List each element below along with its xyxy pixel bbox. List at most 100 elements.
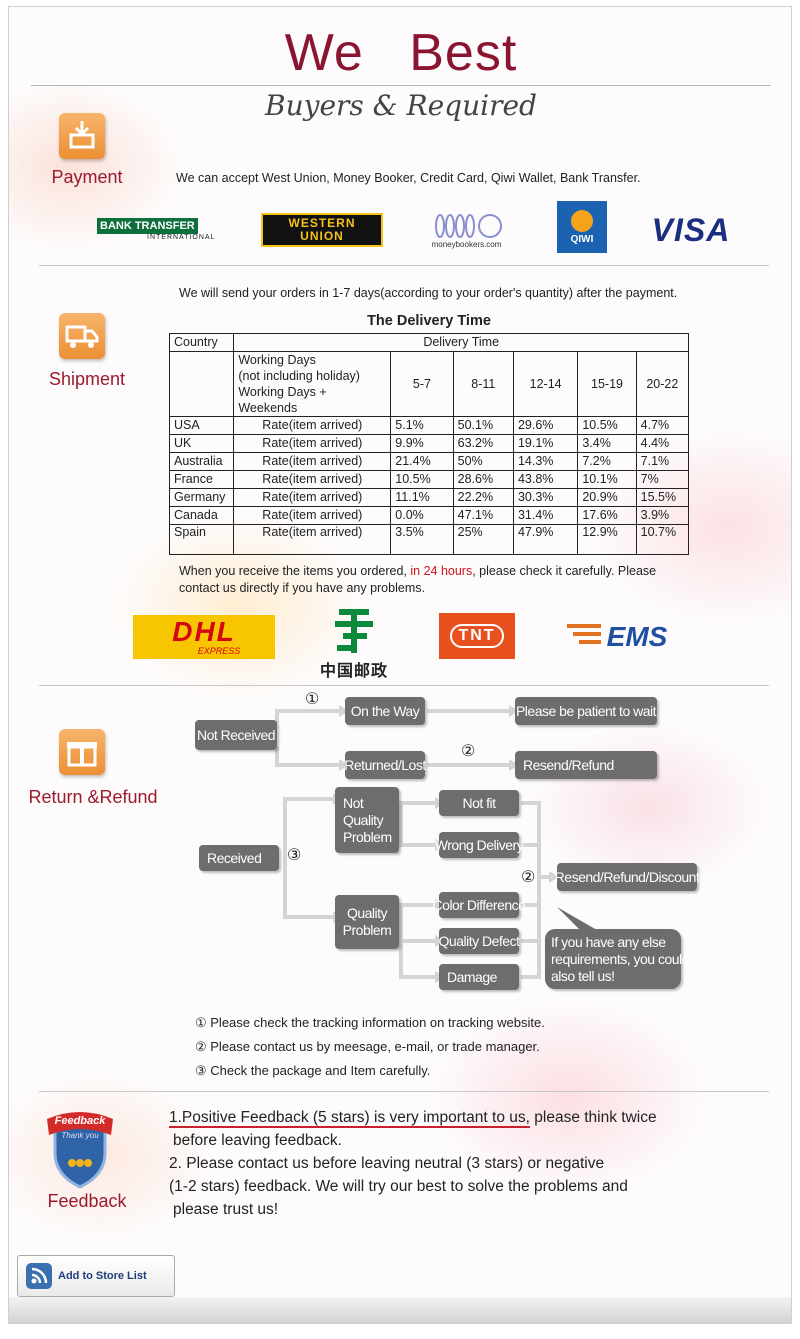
on-the-way-box: On the Way — [345, 697, 425, 725]
returned-lost-box: Returned/Lost — [344, 751, 426, 779]
rate-value-cell: 20.9% — [577, 488, 637, 507]
feedback-label: Feedback — [47, 1191, 127, 1211]
bank-transfer-sub: INTERNATIONAL — [147, 233, 216, 241]
bank-transfer-text: BANK TRANSFER — [97, 217, 198, 234]
rate-value-cell: 47.1% — [452, 506, 514, 525]
china-post-logo: 中国邮政 — [309, 603, 399, 683]
feedback-line-1: 1.Positive Feedback (5 stars) is very im… — [169, 1109, 657, 1128]
step-number-3: ③ — [287, 847, 302, 864]
feedback-line-3: 2. Please contact us before leaving neut… — [169, 1155, 605, 1172]
notice-post: , please check it carefully. Please — [472, 564, 657, 578]
notice-red: in 24 hours — [410, 564, 473, 578]
shipment-notice: When you receive the items you ordered, … — [179, 563, 656, 597]
refund-label: Return &Refund — [28, 787, 158, 807]
received-box: Received — [199, 845, 279, 871]
country-cell: Spain — [168, 524, 235, 555]
western-text: WESTERN — [288, 216, 356, 230]
requirements-bubble: If you have any else requirements, you c… — [545, 929, 689, 989]
range-cell: 15-19 — [577, 351, 637, 417]
empty-cell — [168, 351, 235, 417]
visa-logo: VISA — [641, 211, 741, 248]
quality-2: Problem — [342, 922, 392, 938]
payment-label: Payment — [51, 167, 123, 187]
union-text: UNION — [300, 229, 344, 243]
rate-value-cell: 15.5% — [635, 488, 690, 507]
bubble-2: requirements, you could — [551, 950, 689, 967]
resend-refund-box: Resend/Refund — [515, 751, 657, 779]
quality-1: Quality — [346, 905, 388, 921]
working-days-3: Working Days + Weekends — [238, 385, 327, 415]
working-days-1: Working Days — [238, 353, 316, 367]
bubble-3: also tell us! — [551, 967, 615, 984]
shipment-intro: We will send your orders in 1-7 days(acc… — [179, 286, 678, 300]
refund-tip-3: ③ Check the package and Item carefully. — [195, 1063, 431, 1078]
rate-value-cell: 7.2% — [577, 452, 637, 471]
quality-problem-box: Quality Problem — [335, 895, 399, 949]
rate-value-cell: 3.9% — [635, 506, 690, 525]
ems-wing-icon — [566, 624, 601, 644]
page-subtitle: Buyers & Required — [265, 89, 537, 122]
dhl-logo: DHL EXPRESS — [133, 615, 275, 659]
rate-value-cell: 22.2% — [452, 488, 514, 507]
feedback-line-2: before leaving feedback. — [173, 1132, 342, 1149]
rss-icon — [26, 1263, 52, 1289]
tnt-text: TNT — [450, 624, 504, 648]
bank-transfer-logo: BANK TRANSFER INTERNATIONAL — [97, 214, 219, 244]
dhl-text: DHL — [172, 616, 236, 647]
refund-tip-2: ② Please contact us by meesage, e-mail, … — [195, 1039, 540, 1054]
country-cell: Canada — [168, 506, 235, 525]
rate-value-cell: 4.7% — [635, 416, 690, 435]
country-cell: Australia — [168, 452, 235, 471]
dhl-sub: EXPRESS — [197, 646, 241, 656]
step-number-2: ② — [461, 743, 476, 760]
quality-defect-box: Quality Defect — [439, 928, 520, 954]
china-post-text: 中国邮政 — [319, 663, 388, 680]
page: We Best Buyers & Required Payment We can… — [8, 6, 792, 1324]
rate-value-cell: 3.5% — [390, 524, 454, 555]
table-ranges-row: Working Days (not including holiday) Wor… — [168, 351, 690, 417]
notice-pre: When you receive the items you ordered, — [179, 564, 411, 578]
range-cell: 12-14 — [512, 351, 579, 417]
col-country: Country — [168, 333, 235, 352]
resend-refund-discount-box: Resend/Refund/Discount — [555, 863, 700, 891]
china-post-icon — [335, 609, 373, 653]
range-cell: 20-22 — [635, 351, 690, 417]
western-union-logo: WESTERN UNION — [261, 213, 383, 247]
gift-icon — [59, 729, 105, 775]
moneybookers-icon — [434, 213, 502, 238]
color-difference-box: Color Difference — [433, 892, 526, 918]
damage-box: Damage — [439, 964, 519, 990]
title-rule — [31, 85, 771, 86]
delivery-table-title: The Delivery Time — [367, 313, 491, 329]
ems-text: EMS — [606, 621, 668, 652]
add-to-store-list-label: Add to Store List — [58, 1270, 147, 1282]
working-days-cell: Working Days (not including holiday) Wor… — [233, 351, 392, 417]
rate-label-cell: Rate(item arrived) — [233, 416, 392, 435]
payment-text: We can accept West Union, Money Booker, … — [176, 171, 641, 185]
qiwi-text: QIWI — [570, 233, 594, 245]
step-number-1: ① — [305, 691, 320, 708]
rate-value-cell: 31.4% — [512, 506, 579, 525]
country-cell: UK — [168, 434, 235, 453]
shipment-label: Shipment — [48, 369, 126, 389]
not-quality-1: Not — [343, 794, 364, 811]
rate-value-cell: 28.6% — [452, 470, 514, 489]
bubble-1: If you have any else — [551, 933, 666, 950]
add-to-store-list-button[interactable]: Add to Store List — [17, 1255, 175, 1297]
qiwi-logo: QIWI — [557, 201, 607, 253]
page-title: We Best — [284, 24, 518, 82]
badge-text-2: Thank you — [61, 1131, 99, 1140]
step-number-2b: ② — [521, 869, 536, 886]
rate-value-cell: 47.9% — [512, 524, 579, 555]
not-quality-problem-box: Not Quality Problem — [335, 787, 399, 853]
visa-text: VISA — [651, 211, 731, 248]
not-fit-box: Not fit — [439, 790, 519, 816]
ems-logo: EMS — [563, 617, 671, 657]
truck-icon — [59, 313, 105, 359]
badge-text-1: Feedback — [54, 1115, 106, 1127]
